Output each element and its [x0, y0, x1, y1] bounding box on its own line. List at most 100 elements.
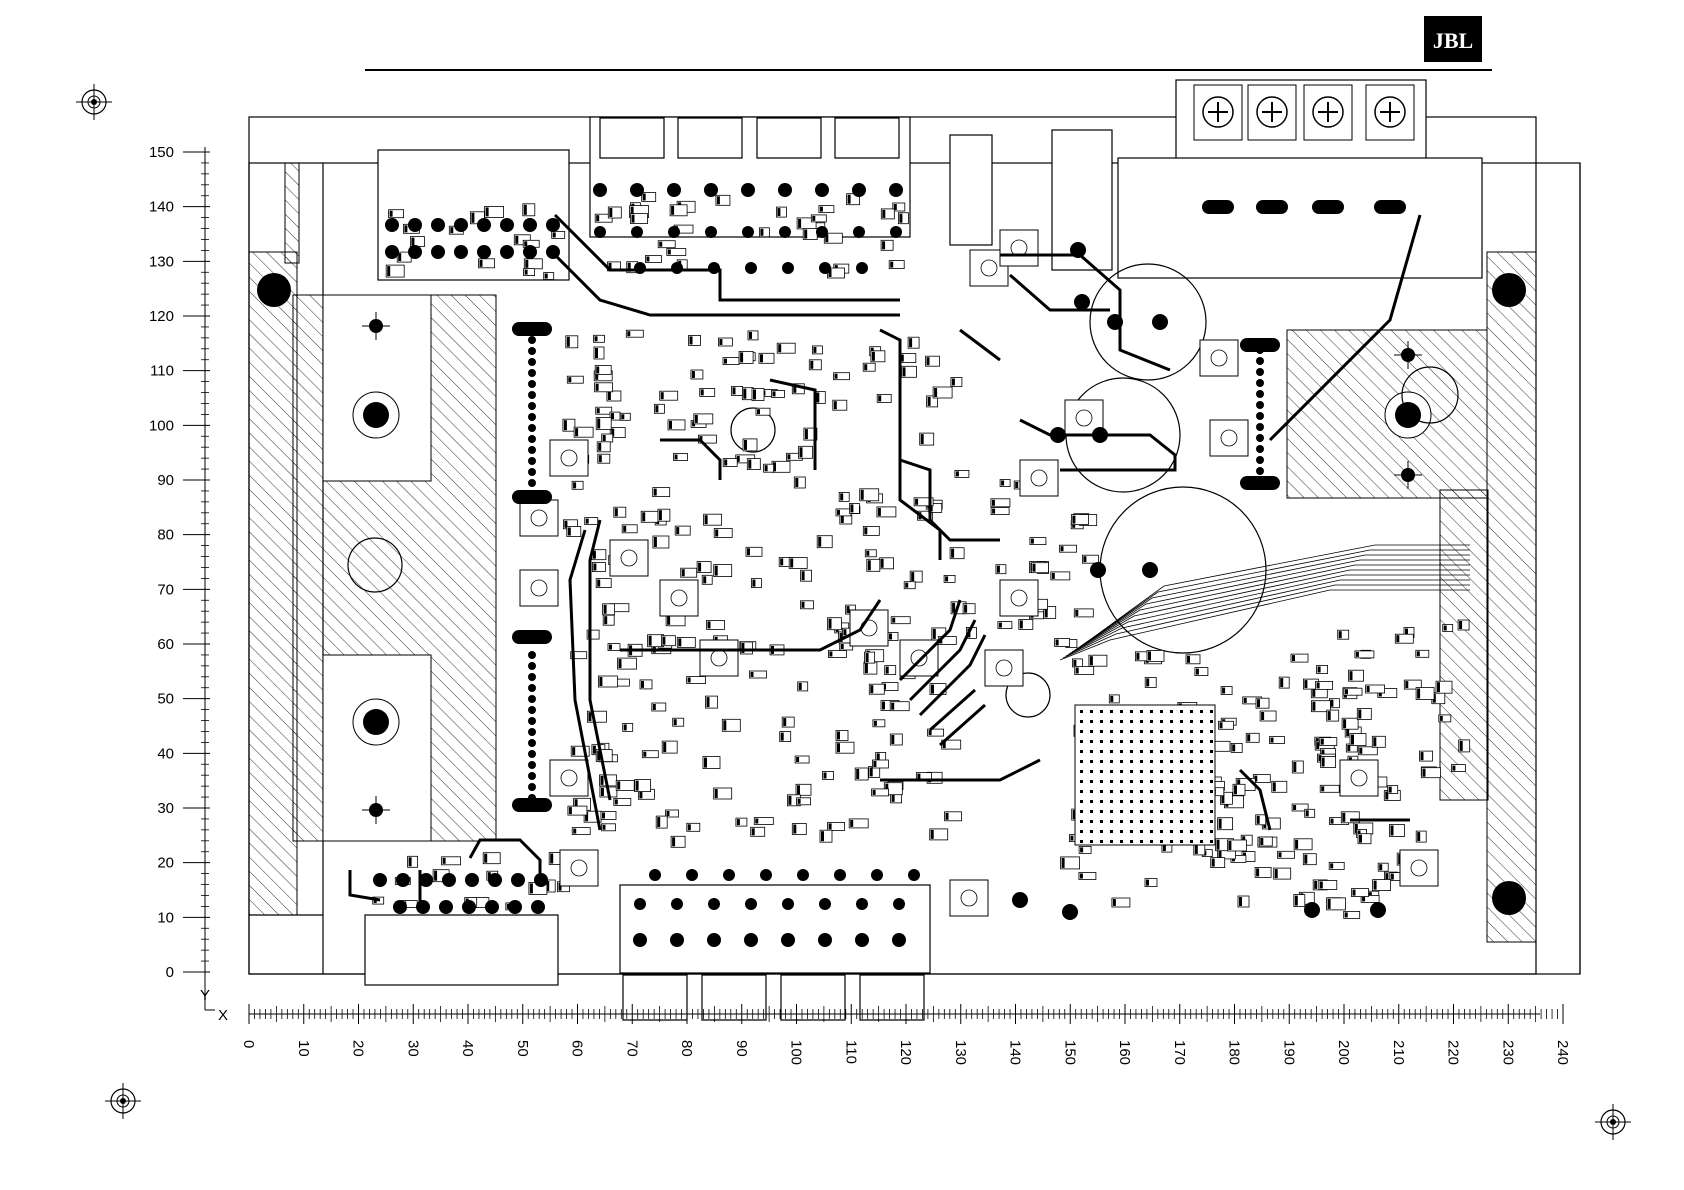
smd-pad	[443, 858, 446, 864]
smd-pad	[675, 455, 678, 460]
through-hole-pad	[856, 262, 868, 274]
smd-pad	[1031, 539, 1034, 544]
smd-pad	[1273, 782, 1276, 791]
smd-pad	[737, 819, 740, 825]
through-hole-pad	[871, 869, 883, 881]
through-hole-pad	[741, 183, 755, 197]
rca-jack	[702, 975, 766, 1020]
smd-pad	[874, 721, 877, 726]
copper-trace	[940, 705, 985, 745]
smd-pad	[1244, 698, 1247, 703]
smd-pad	[530, 883, 533, 893]
through-hole-pad	[779, 226, 791, 238]
x-axis-letter: X	[218, 1007, 228, 1024]
x-tick-label: 130	[952, 1040, 969, 1065]
smd-pad	[778, 344, 781, 352]
smd-pad	[471, 213, 474, 223]
through-hole-pad	[782, 898, 794, 910]
smd-pad	[619, 659, 622, 668]
through-hole-pad	[634, 262, 646, 274]
smd-pad	[1083, 556, 1086, 562]
smd-pad	[744, 440, 747, 450]
power-transistor	[560, 850, 598, 886]
through-hole-pad	[797, 869, 809, 881]
through-hole-pad	[671, 262, 683, 274]
smd-pad	[572, 747, 575, 755]
smd-pad	[945, 576, 948, 581]
through-hole-pad	[500, 245, 514, 259]
through-hole-pad	[462, 900, 476, 914]
smd-pad	[1113, 899, 1116, 906]
smd-pad	[905, 583, 908, 588]
smd-pad	[724, 359, 727, 364]
copper-trace	[660, 440, 720, 480]
header-pin	[528, 706, 536, 714]
crosshair-target-icon	[105, 1083, 141, 1119]
smd-pad	[864, 364, 867, 370]
smd-pad	[1295, 896, 1298, 906]
through-hole-pad	[893, 898, 905, 910]
smd-pad	[484, 854, 487, 863]
through-hole-pad	[393, 900, 407, 914]
header-pin	[528, 761, 536, 769]
y-tick-label: 40	[157, 745, 174, 762]
through-hole-pad	[745, 898, 757, 910]
power-transistor	[520, 570, 558, 606]
x-tick-label: 120	[897, 1040, 914, 1065]
smd-pad	[586, 519, 589, 524]
through-hole-pad	[1062, 904, 1078, 920]
smd-pad	[632, 215, 635, 223]
smd-pad	[829, 619, 832, 629]
through-hole-pad	[708, 262, 720, 274]
smd-pad	[933, 629, 936, 639]
smd-pad	[952, 379, 955, 386]
smd-pad	[621, 414, 624, 419]
through-hole-pad	[419, 873, 433, 887]
smd-pad	[1318, 667, 1321, 673]
power-transistor	[700, 640, 738, 676]
smd-pad	[1228, 841, 1231, 850]
smd-pad	[748, 460, 751, 469]
smd-pad	[843, 629, 846, 635]
y-tick-label: 130	[149, 253, 174, 270]
through-hole-pad	[892, 933, 906, 947]
smd-pad	[480, 260, 483, 267]
header-pin	[528, 435, 536, 443]
smd-pad	[690, 336, 693, 344]
through-hole-pad	[781, 933, 795, 947]
smd-pad	[661, 392, 664, 399]
smd-pad	[1148, 651, 1151, 660]
smd-pad	[678, 638, 681, 646]
smd-pad	[390, 211, 393, 217]
smd-pad	[1331, 819, 1334, 824]
through-hole-pad	[500, 218, 514, 232]
smd-pad	[1345, 912, 1348, 917]
smd-pad	[609, 645, 612, 650]
smd-pad	[1345, 689, 1348, 694]
header-end	[512, 798, 552, 812]
smd-pad	[1056, 640, 1059, 646]
x-tick-label: 190	[1280, 1040, 1297, 1065]
smd-pad	[688, 824, 691, 830]
copper-trace	[1010, 275, 1110, 310]
smd-pad	[837, 510, 840, 515]
smd-pad	[1110, 696, 1113, 702]
header-pin	[1256, 401, 1264, 409]
y-tick-label: 30	[157, 800, 174, 817]
smd-pad	[753, 390, 756, 400]
smd-pad	[964, 605, 967, 613]
smd-pad	[1280, 678, 1283, 687]
smd-pad	[1187, 656, 1190, 663]
smd-pad	[1437, 682, 1440, 692]
through-hole-pad	[649, 869, 661, 881]
smd-pad	[931, 830, 934, 839]
smd-pad	[1196, 669, 1199, 675]
smd-pad	[1444, 626, 1447, 631]
smd-pad	[1391, 826, 1394, 836]
through-hole-pad	[439, 900, 453, 914]
x-tick-label: 230	[1499, 1040, 1516, 1065]
header-pin	[528, 717, 536, 725]
smd-pad	[835, 374, 838, 379]
smd-pad	[802, 602, 805, 608]
through-hole-pad	[1304, 902, 1320, 918]
